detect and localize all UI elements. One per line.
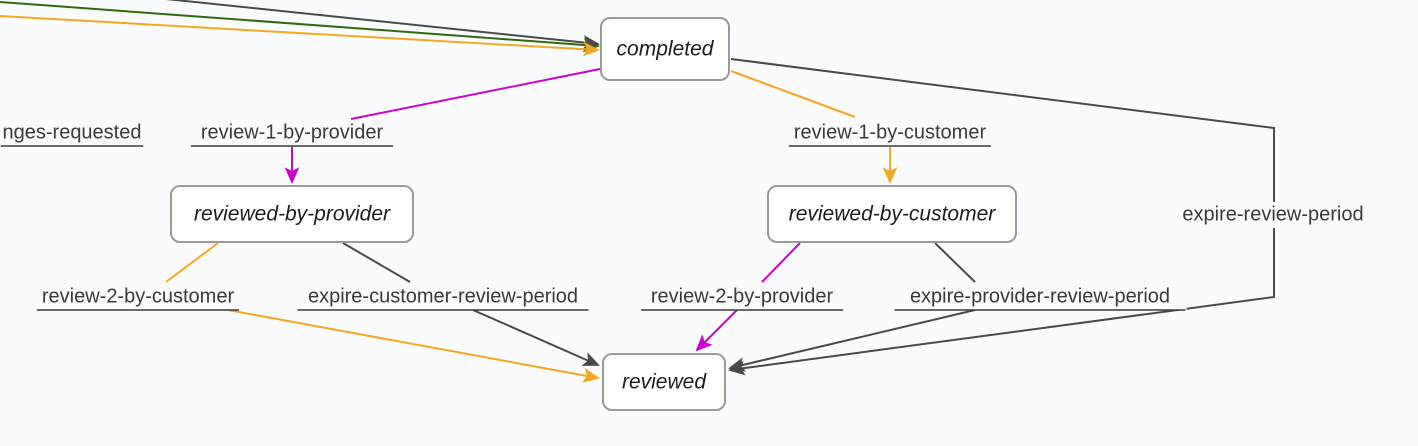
edge-to-completed-gray[interactable] [118, 0, 600, 50]
edge-expire-customer-review-period-label[interactable]: expire-customer-review-period [296, 284, 590, 311]
edge-review-1-by-customer-label[interactable]: review-1-by-customer [788, 120, 992, 147]
edge-review-2-by-provider-label[interactable]: review-2-by-provider [640, 284, 844, 311]
node-reviewed-by-provider-box [170, 185, 414, 243]
edge-expire-customer-review-period-label-text: expire-customer-review-period [308, 285, 578, 307]
edge-changes-requested-segment-1 [0, 1, 600, 53]
edge-review-1-by-customer-label-text: review-1-by-customer [794, 121, 987, 143]
edge-review-1-by-customer-label-bg [788, 120, 992, 146]
edge-review-1-by-provider-label-bg [190, 120, 394, 146]
edge-expire-provider-review-period-label-bg [893, 284, 1187, 310]
edge-labels-layer: nges-requested review-1-by-provider review… [0, 120, 1375, 311]
edge-review-2-by-provider-label-bg [640, 284, 844, 310]
edge-review-2-by-provider-segment-2 [695, 309, 738, 352]
node-reviewed-by-provider[interactable]: reviewed-by-provider [170, 185, 414, 243]
node-reviewed-label: reviewed [622, 371, 707, 394]
nodes-layer: completed reviewed-by-provider reviewed-by… [170, 17, 1017, 411]
edge-review-2-by-customer-label[interactable]: review-2-by-customer [36, 284, 240, 311]
edge-expire-customer-review-period-segment-1 [342, 242, 411, 283]
edge-review-2-by-provider-segment-1 [761, 242, 801, 283]
edge-review-1-by-provider[interactable] [284, 68, 601, 184]
edge-review-1-by-provider-label-text: review-1-by-provider [201, 121, 384, 143]
edge-expire-review-period-label[interactable]: expire-review-period [1171, 202, 1375, 228]
edge-expire-provider-review-period[interactable] [728, 242, 976, 372]
edges-layer [0, 0, 1275, 383]
node-completed-label: completed [617, 38, 715, 61]
node-reviewed-box [602, 353, 726, 411]
edge-to-completed-orange-segment-1 [0, 15, 600, 57]
edge-expire-customer-review-period-segment-2 [472, 309, 600, 366]
edge-expire-review-period-label-bg [1171, 202, 1375, 228]
edge-review-2-by-customer-label-text: review-2-by-customer [42, 285, 235, 307]
node-reviewed[interactable]: reviewed [602, 353, 726, 411]
edge-to-completed-gray-segment-1 [165, 0, 600, 50]
edge-review-2-by-provider[interactable] [695, 242, 801, 352]
edge-expire-provider-review-period-label-text: expire-provider-review-period [910, 285, 1170, 307]
node-reviewed-by-customer-box [767, 185, 1017, 243]
node-reviewed-by-provider-label: reviewed-by-provider [194, 203, 391, 226]
edge-review-2-by-customer-label-bg [36, 284, 240, 310]
edge-expire-customer-review-period-label-bg [296, 284, 590, 310]
edge-changes-requested-label-bg [0, 120, 145, 146]
edge-review-1-by-provider-segment-1 [350, 68, 601, 120]
edge-review-1-by-provider-label[interactable]: review-1-by-provider [190, 120, 394, 147]
edge-review-2-by-customer[interactable] [165, 242, 600, 383]
edge-review-1-by-customer-segment-1 [730, 70, 856, 118]
edge-expire-provider-review-period-segment-2 [728, 309, 976, 372]
edge-expire-provider-review-period-segment-1 [934, 242, 976, 283]
edge-review-2-by-provider-label-text: review-2-by-provider [651, 285, 834, 307]
edge-review-1-by-customer[interactable] [730, 70, 898, 184]
edge-changes-requested-label-text: nges-requested [3, 121, 142, 143]
edge-expire-customer-review-period[interactable] [342, 242, 600, 366]
edge-changes-requested[interactable] [0, 1, 600, 53]
edge-review-2-by-customer-segment-2 [227, 309, 600, 383]
edge-to-completed-orange[interactable] [0, 15, 600, 57]
edge-review-2-by-customer-segment-1 [165, 242, 219, 283]
node-completed-box [600, 17, 730, 81]
node-reviewed-by-customer[interactable]: reviewed-by-customer [767, 185, 1017, 243]
edge-expire-provider-review-period-label[interactable]: expire-provider-review-period [893, 284, 1187, 311]
edge-expire-review-period-label-text: expire-review-period [1182, 203, 1363, 225]
node-reviewed-by-customer-label: reviewed-by-customer [789, 203, 997, 226]
node-completed[interactable]: completed [600, 17, 730, 81]
edge-changes-requested-label[interactable]: nges-requested [0, 120, 145, 147]
